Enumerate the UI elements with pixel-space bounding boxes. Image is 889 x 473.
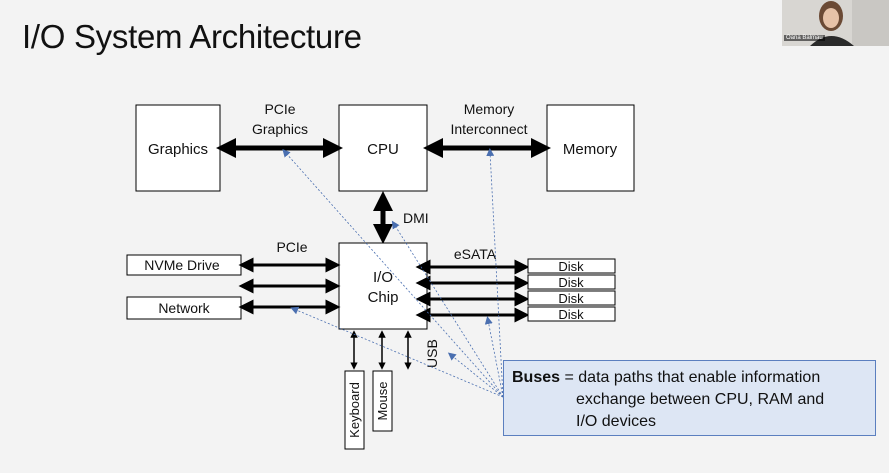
graphics-label: Graphics (148, 141, 208, 158)
callout-line-3: I/O devices (576, 413, 657, 430)
presenter-avatar-icon (782, 0, 889, 46)
disk-box: Disk (527, 258, 616, 274)
io-chip-label-1: I/O (373, 269, 393, 286)
callout-line-1: Buses = data paths that enable informati… (512, 367, 875, 389)
slide-title: I/O System Architecture (22, 18, 362, 55)
callout-line-1-text: = data paths that enable information (560, 369, 821, 386)
disk-label: Disk (558, 307, 584, 322)
callout-bold-term: Buses (512, 369, 561, 386)
cpu-label: CPU (367, 141, 399, 158)
disk-box: Disk (527, 274, 616, 290)
io-chip-box: I/O Chip (338, 242, 428, 330)
pointer-line (447, 352, 504, 398)
pcie-label: PCIe (276, 239, 307, 255)
memory-box: Memory (546, 104, 635, 192)
nvme-drive-box: NVMe Drive (126, 254, 242, 276)
pointer-line (290, 306, 504, 398)
disk-box: Disk (527, 290, 616, 306)
pointer-line (486, 148, 504, 398)
pcie-graphics-label-2: Graphics (252, 121, 308, 137)
mouse-label: Mouse (375, 381, 390, 420)
network-label: Network (158, 300, 210, 316)
bus-pointer-lines (282, 148, 504, 398)
pcie-graphics-label-1: PCIe (264, 101, 295, 117)
dmi-label: DMI (403, 210, 429, 226)
disk-label: Disk (558, 291, 584, 306)
memory-interconnect-label-1: Memory (464, 101, 515, 117)
disk-label: Disk (558, 275, 584, 290)
pointer-line (282, 149, 504, 398)
usb-label: USB (424, 339, 440, 368)
memory-interconnect-label-2: Interconnect (450, 121, 527, 137)
esata-label: eSATA (454, 246, 497, 262)
keyboard-label: Keyboard (347, 382, 362, 438)
network-box: Network (126, 296, 242, 320)
memory-label: Memory (563, 141, 618, 158)
io-chip-label-2: Chip (368, 289, 399, 306)
disk-label: Disk (558, 259, 584, 274)
disk-box: Disk (527, 306, 616, 322)
nvme-label: NVMe Drive (144, 257, 220, 273)
webcam-thumbnail: Oana Balmau (782, 0, 889, 46)
keyboard-box: Keyboard (344, 370, 365, 450)
cpu-box: CPU (338, 104, 428, 192)
callout-line-2: exchange between CPU, RAM and (576, 391, 825, 408)
mouse-box: Mouse (372, 370, 393, 432)
buses-callout: Buses = data paths that enable informati… (503, 360, 876, 436)
presenter-name: Oana Balmau (784, 35, 825, 41)
graphics-box: Graphics (135, 104, 221, 192)
pointer-line (484, 316, 504, 398)
